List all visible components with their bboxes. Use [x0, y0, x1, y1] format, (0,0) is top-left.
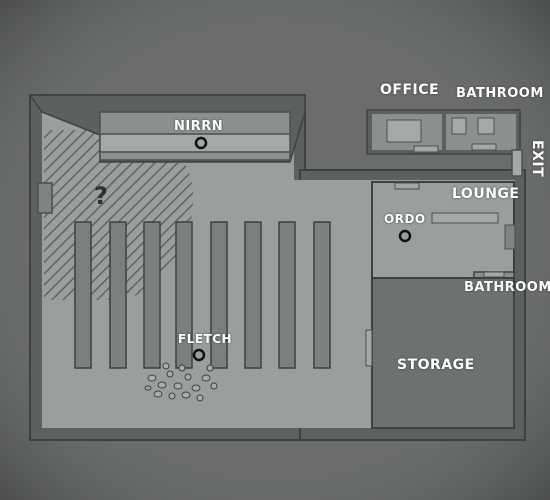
fletch-label: FLETCH: [178, 332, 233, 346]
bathroom-top-label: BATHROOM: [456, 86, 544, 101]
exit-label: EXIT: [529, 140, 545, 178]
office-label: OFFICE: [380, 82, 440, 98]
unknown-question-mark: ?: [94, 182, 109, 210]
left-door: [37, 182, 53, 214]
ordo-label: ORDO: [384, 212, 426, 226]
office-bathroom-block: [366, 109, 521, 155]
storage-label: STORAGE: [397, 357, 475, 373]
ordo-marker: [398, 229, 412, 243]
rubble-debris: [144, 362, 218, 402]
storage-room: [365, 277, 515, 429]
nirrn-label: NIRRN: [174, 119, 224, 134]
lounge-label: LOUNGE: [452, 186, 520, 202]
exit-door: [511, 149, 523, 177]
bathroom-right-label: BATHROOM: [464, 280, 550, 295]
nirrn-marker: [194, 136, 208, 150]
lounge-room: [371, 181, 516, 279]
fletch-marker: [192, 348, 206, 362]
shelf-rows: [74, 221, 331, 369]
top-counter: [28, 94, 306, 163]
